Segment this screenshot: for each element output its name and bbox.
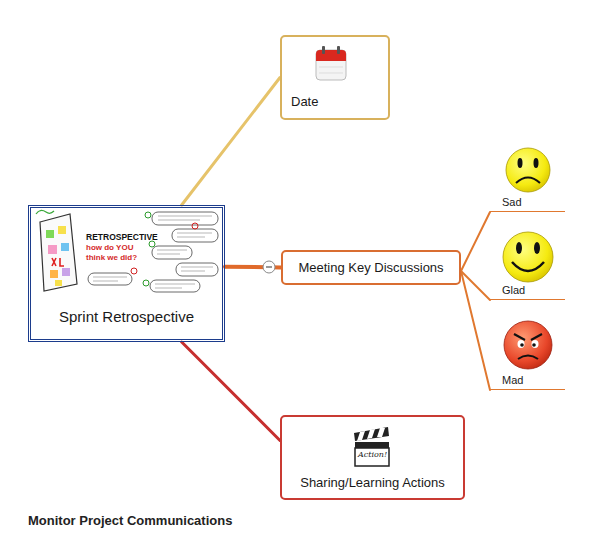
branch-connector xyxy=(461,271,490,390)
branch-connector xyxy=(182,78,280,206)
mad-face-icon xyxy=(504,321,552,369)
sad-face-icon xyxy=(506,148,550,192)
clapperboard-icon xyxy=(354,427,389,466)
topic-text: Sad xyxy=(502,196,522,209)
diagram-caption: Monitor Project Communications xyxy=(28,513,232,528)
clapper-text: Action! xyxy=(358,450,387,460)
collapse-toggle xyxy=(263,261,275,273)
topic-text: Sharing/Learning Actions xyxy=(300,475,445,490)
retrospective-illustration xyxy=(36,210,218,292)
topic-text: Meeting Key Discussions xyxy=(298,260,443,275)
glad-face-icon xyxy=(503,232,553,282)
illustration-heading: RETROSPECTIVE xyxy=(86,232,158,242)
emotion-topic: Glad xyxy=(490,228,565,300)
branch-connector xyxy=(461,212,490,271)
topic-text: Date xyxy=(291,94,318,109)
topic-text: Glad xyxy=(502,284,525,297)
date-topic-box: Date xyxy=(280,35,390,120)
emotion-topic: Mad xyxy=(490,318,565,390)
discussion-topic-box: Meeting Key Discussions xyxy=(281,250,461,285)
topic-text: Mad xyxy=(502,374,523,387)
calendar-icon xyxy=(316,46,346,80)
branch-connector xyxy=(182,342,280,441)
central-topic-box: Sprint Retrospective xyxy=(28,205,225,342)
emotion-topic: Sad xyxy=(490,140,565,212)
topic-text: Sprint Retrospective xyxy=(59,308,194,325)
connector-layer xyxy=(182,78,490,441)
illustration-subheading: how do YOU think we did? xyxy=(86,243,146,262)
